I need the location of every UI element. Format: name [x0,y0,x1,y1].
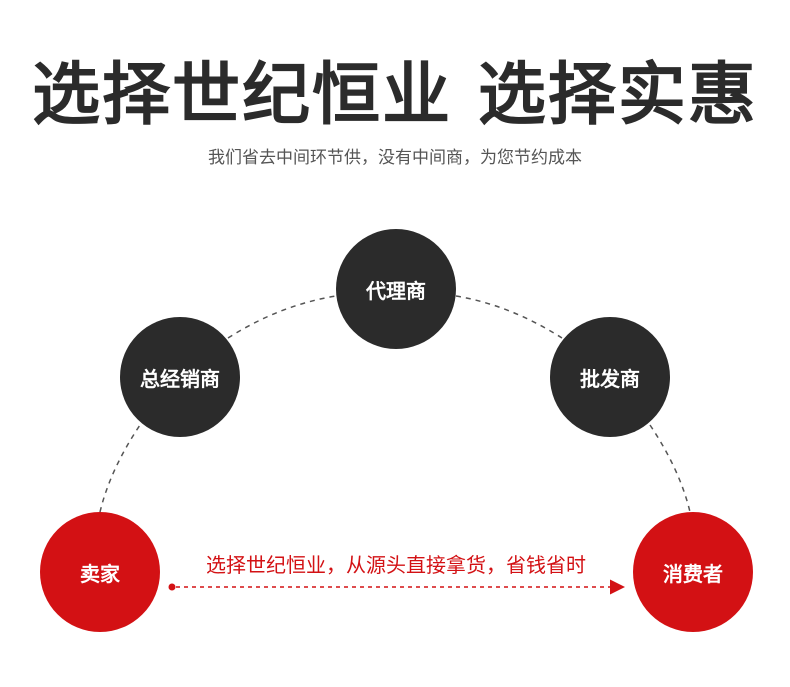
node-agent-label: 代理商 [366,278,426,303]
node-seller-label: 卖家 [80,561,120,586]
node-wholesaler: 批发商 [550,317,670,437]
direct-route-start-dot [168,583,176,591]
direct-route-caption: 选择世纪恒业，从源头直接拿货，省钱省时 [206,553,586,577]
node-wholesaler-label: 批发商 [580,366,640,391]
node-distributor: 总经销商 [120,317,240,437]
node-consumer-label: 消费者 [663,561,723,586]
arc-seller-to-distributor [99,424,141,513]
page-subtitle: 我们省去中间环节供，没有中间商，为您节约成本 [208,148,582,168]
arc-wholesaler-to-consumer [649,424,691,513]
node-consumer: 消费者 [633,512,753,632]
arc-distributor-to-agent [227,295,337,339]
arc-agent-to-wholesaler [455,295,563,339]
node-seller: 卖家 [40,512,160,632]
page-title: 选择世纪恒业 选择实惠 [32,56,758,135]
node-distributor-label: 总经销商 [140,366,220,391]
node-agent: 代理商 [336,229,456,349]
